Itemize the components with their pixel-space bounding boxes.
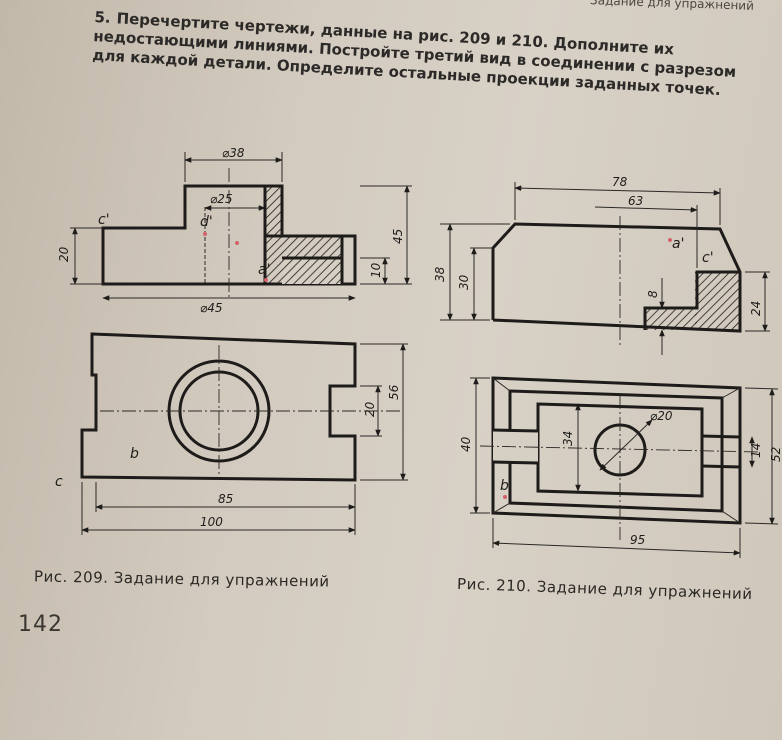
fig209-point-b: b: [130, 446, 139, 462]
fig209-dim-h45: 45: [391, 229, 405, 244]
fig209-dim-d45: ⌀45: [200, 301, 223, 315]
fig209-dim-d25: ⌀25: [210, 192, 233, 206]
fig210-dim-h24: 24: [749, 301, 763, 316]
page-number: 142: [18, 612, 63, 637]
fig209-point-a1: a': [258, 262, 270, 278]
fig210-dim-w34: 34: [561, 431, 575, 446]
fig210-dim-w52: 52: [769, 447, 782, 462]
fig210-dim-h38: 38: [433, 266, 447, 282]
fig209-point-c1: c': [98, 212, 110, 228]
fig210-dim-d20: ⌀20: [650, 409, 673, 423]
fig210-front-view: 78 63 38 30 8 24 a' c': [433, 175, 770, 355]
fig209-dim-d38: ⌀38: [222, 146, 245, 160]
fig210-dim-w40: 40: [459, 436, 473, 452]
fig209-point-c: c: [55, 474, 63, 490]
fig209-point-d1: d': [200, 214, 213, 230]
fig210-dim-h8: 8: [646, 290, 660, 298]
fig209-dim-w20: 20: [363, 401, 377, 417]
fig209-dim-l100: 100: [200, 515, 223, 529]
fig210-point-c1: c': [702, 250, 714, 266]
fig210-point-b: b: [500, 478, 509, 494]
fig210-top-view: 40 34 ⌀20 14 52 95 b: [459, 376, 782, 558]
fig209-dim-h10: 10: [369, 262, 383, 278]
fig210-dim-l95: 95: [630, 533, 645, 547]
fig209-front-view: ⌀38 ⌀25 ⌀45 20 45 10 c' d' a': [57, 146, 412, 315]
fig210-point-a1: a': [672, 236, 684, 252]
fig210-dim-w14: 14: [749, 443, 763, 458]
fig209-dim-h20: 20: [57, 246, 71, 262]
fig210-dim-l63: 63: [628, 194, 643, 208]
fig209-dim-l85: 85: [218, 492, 233, 506]
fig210-dim-h30: 30: [457, 274, 471, 290]
fig209-top-view: 56 20 85 100 b c: [55, 332, 408, 535]
fig210-dim-l78: 78: [612, 175, 628, 189]
fig209-dim-w56: 56: [387, 384, 401, 400]
